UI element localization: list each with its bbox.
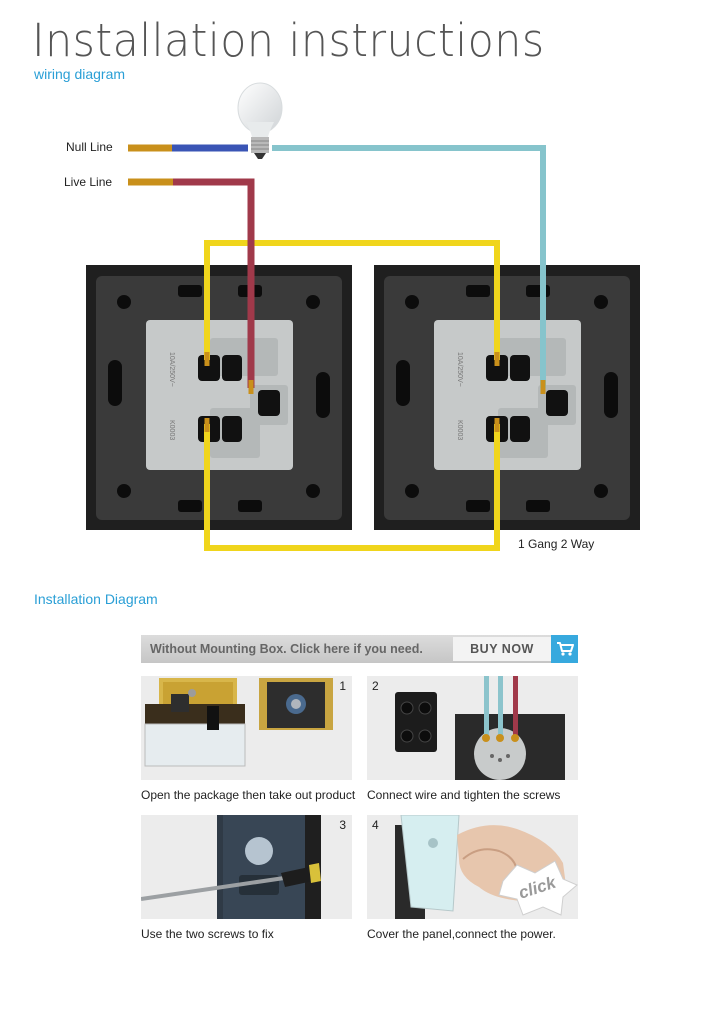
module-print-left: 10A/250V~ [168, 352, 175, 387]
live-wire [128, 178, 255, 388]
step-4-image: click 4 [367, 815, 578, 919]
step-3-caption: Use the two screws to fix [141, 927, 274, 941]
switched-wire [272, 145, 546, 388]
step-1-caption: Open the package then take out product [141, 788, 356, 802]
config-label: 1 Gang 2 Way [518, 537, 595, 551]
traveler-wires [204, 240, 500, 551]
module-model-left: K0003 [168, 420, 175, 440]
wiring-diagram: 10A/250V~ K0003 10A/250V~ K0003 [86, 82, 640, 551]
installation-diagram-title: Installation Diagram [34, 591, 158, 607]
cart-button[interactable] [551, 635, 578, 663]
buy-now-button[interactable]: BUY NOW [453, 637, 551, 661]
step-1-number: 1 [339, 679, 346, 693]
page-title: Installation instructions [32, 14, 545, 67]
live-line-label: Live Line [64, 175, 113, 189]
step-2-caption: Connect wire and tighten the screws [367, 788, 561, 802]
null-line-label: Null Line [66, 140, 113, 154]
left-switch-panel: 10A/250V~ K0003 [86, 265, 352, 530]
terminal-wire-ends [204, 352, 546, 432]
mounting-box-banner[interactable]: Without Mounting Box. Click here if you … [141, 635, 578, 663]
step-3-image: 3 [141, 815, 352, 919]
step-4-caption: Cover the panel,connect the power. [367, 927, 556, 941]
module-model-right: K0003 [456, 420, 463, 440]
light-bulb-icon [237, 82, 283, 159]
cart-icon [556, 642, 574, 656]
step-3-number: 3 [339, 818, 346, 832]
module-print-right: 10A/250V~ [456, 352, 463, 387]
step-2-number: 2 [372, 679, 379, 693]
step-1-image: 1 [141, 676, 352, 780]
wiring-diagram-subtitle: wiring diagram [34, 66, 126, 82]
step-2-image: 2 [367, 676, 578, 780]
step-4-number: 4 [372, 818, 379, 832]
right-switch-panel: 10A/250V~ K0003 [374, 265, 640, 530]
banner-text[interactable]: Without Mounting Box. Click here if you … [150, 642, 423, 656]
